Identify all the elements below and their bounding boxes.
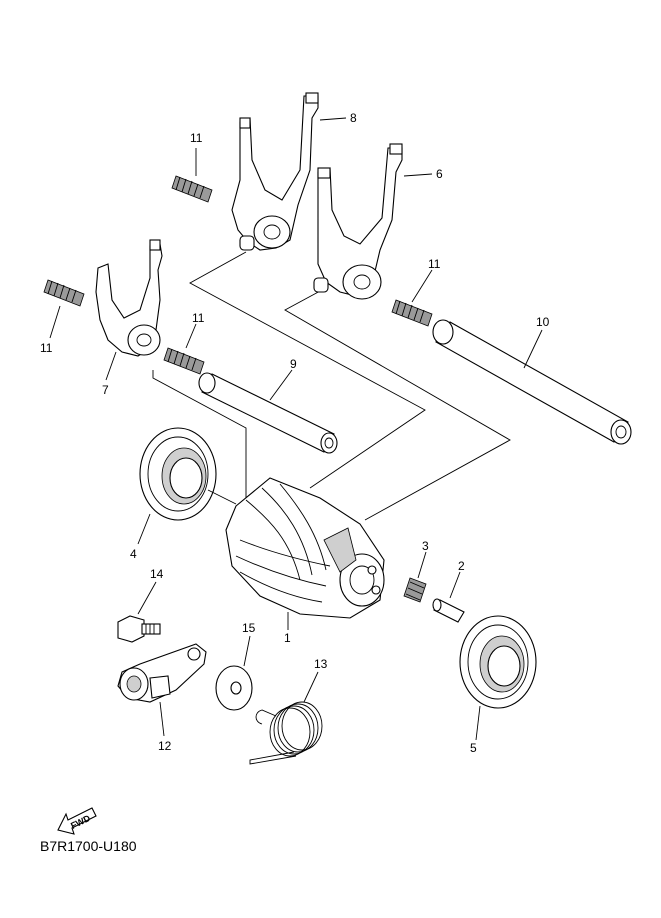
callout-10: 10 [536,315,550,329]
callout-11-top: 11 [190,131,203,145]
callout-2: 2 [458,559,465,573]
fork-shaft-9 [198,372,338,454]
spring-3 [403,577,427,603]
spring-11-middle [163,347,205,375]
bearing-4 [139,427,237,521]
callout-11-left: 11 [40,341,53,355]
torsion-spring-13 [249,701,323,765]
callout-6: 6 [436,167,443,181]
callout-11-right: 11 [428,257,441,271]
callout-leaders [49,117,543,741]
spring-11-top [171,175,213,203]
pin-2 [432,598,465,623]
fork-shaft-10 [432,319,632,445]
spring-11-right [391,299,433,327]
washer-15 [215,665,253,711]
shift-fork-7 [95,239,163,357]
bolt-14 [117,615,161,643]
callout-9: 9 [290,357,297,371]
fwd-arrow-icon: FWD [57,807,97,835]
callout-1: 1 [284,631,291,645]
callout-13: 13 [314,657,328,671]
callout-4: 4 [130,547,137,561]
callout-11-middle: 11 [192,311,205,325]
spring-11-left [43,279,85,307]
guide-lines [152,251,511,560]
stopper-lever-12 [117,643,207,703]
shift-fork-8 [231,92,319,251]
callout-15: 15 [242,621,256,635]
callout-5: 5 [470,741,477,755]
callout-7: 7 [102,383,109,397]
bearing-5 [459,615,537,709]
shift-fork-6 [313,143,403,300]
callout-3: 3 [422,539,429,553]
diagram-code: B7R1700-U180 [40,838,137,854]
callout-14: 14 [150,567,164,581]
callout-12: 12 [158,739,172,753]
callout-8: 8 [350,111,357,125]
shift-drum-1 [225,477,385,619]
callout-labels: 8 6 11 11 11 11 7 9 10 4 1 3 2 5 14 12 1… [40,111,550,755]
